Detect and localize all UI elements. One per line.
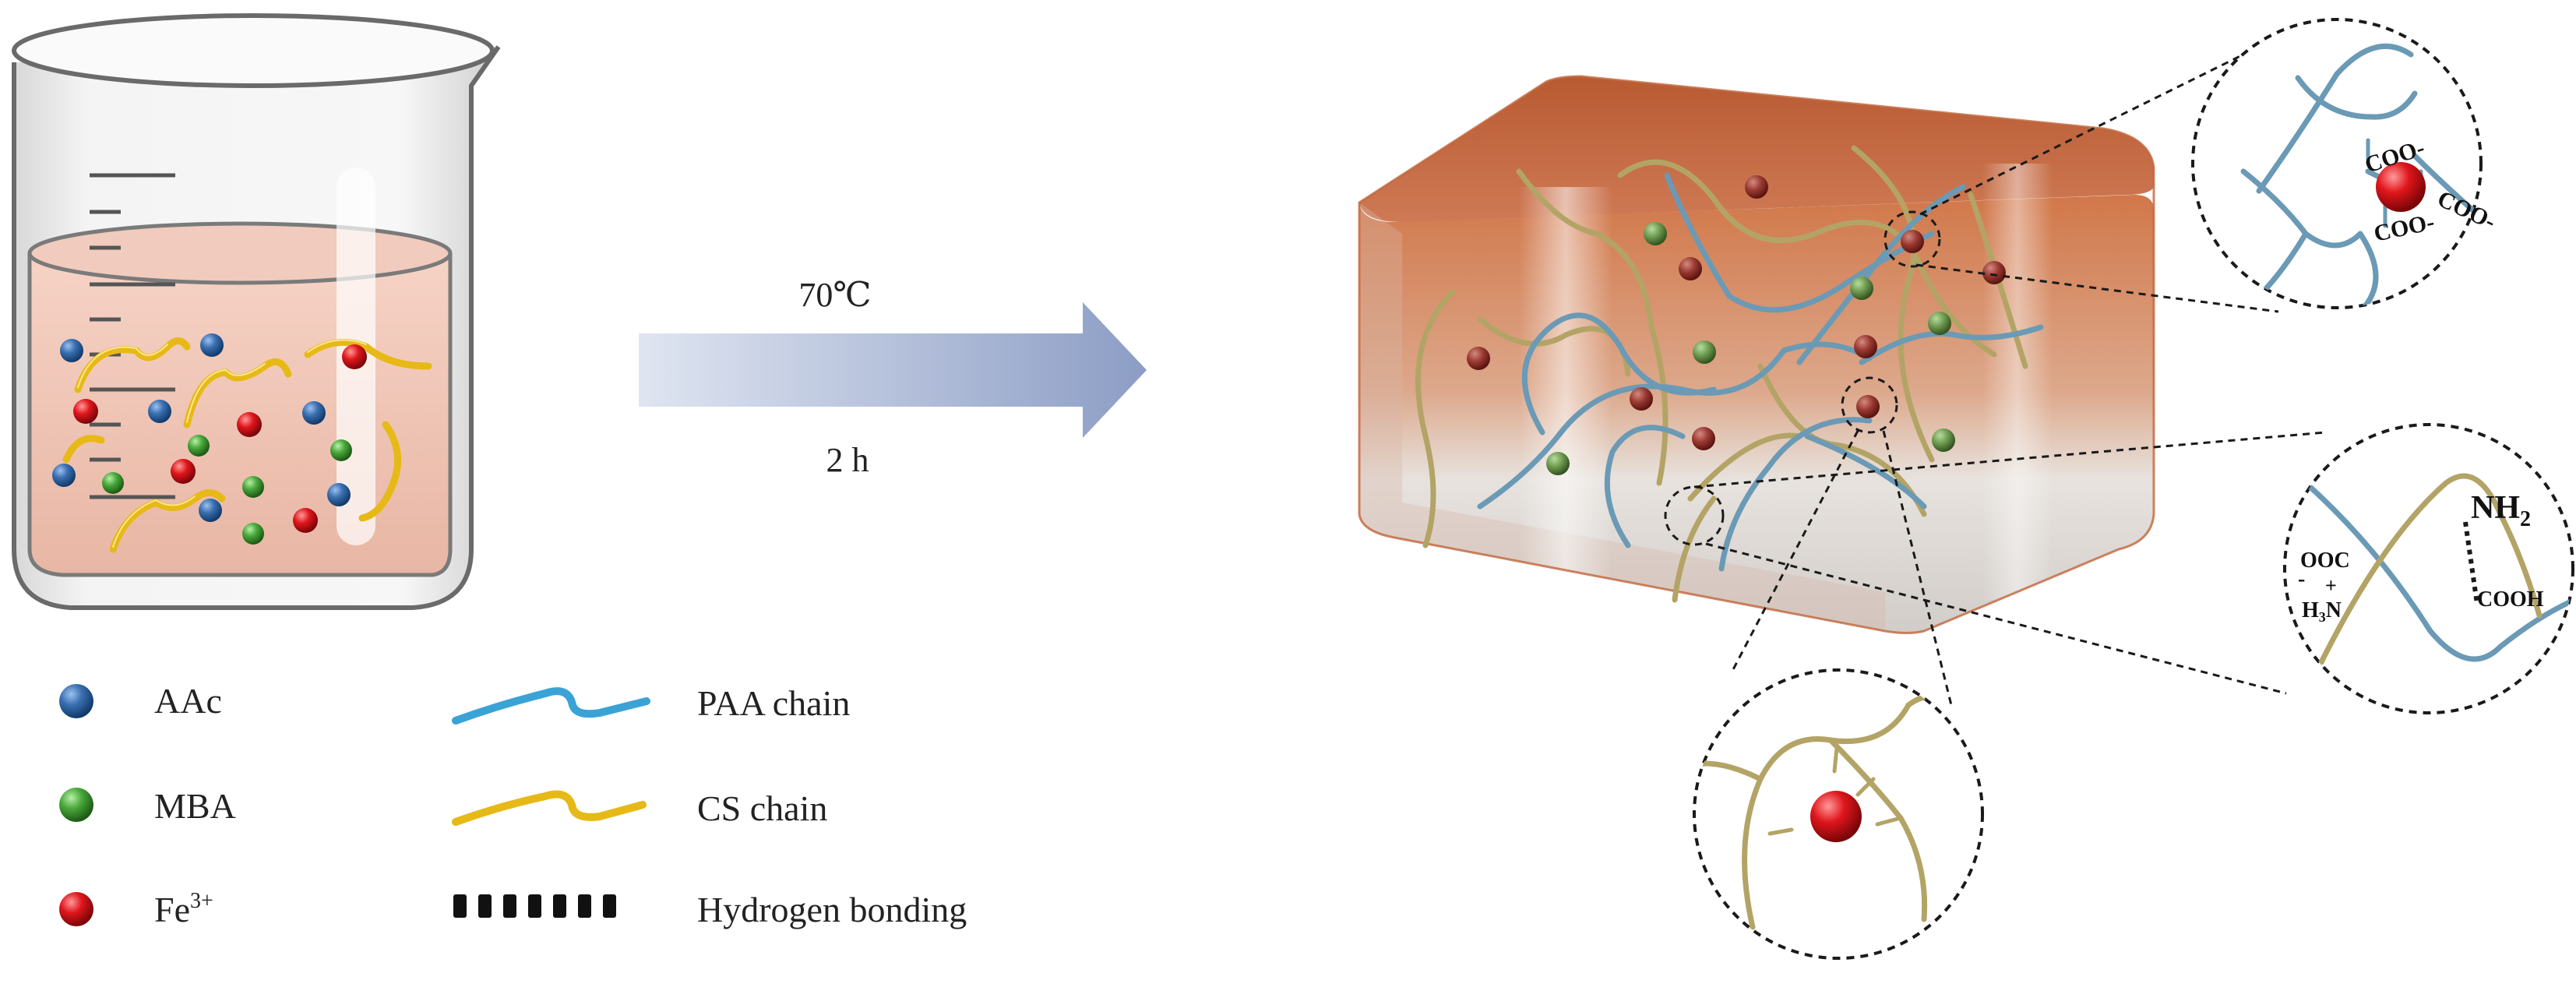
zoom2-cooh-label: COOH	[2477, 587, 2544, 612]
beaker	[12, 13, 501, 610]
magnifier-spots	[1664, 210, 1941, 546]
legend-mba-swatch	[59, 788, 93, 822]
gel-nodes	[1467, 175, 2006, 475]
legend-aac-swatch	[59, 684, 93, 718]
zoom-hydrogen-bonding: NH2 COOH OOC - + H3N	[2283, 423, 2574, 714]
legend-fe-swatch	[59, 892, 93, 926]
zoom2-ooc-label: OOC	[2300, 548, 2350, 573]
legend-aac-label: AAc	[154, 681, 222, 721]
legend-cs-swatch	[452, 790, 647, 826]
zoom-fe-cs	[1693, 668, 1984, 960]
zoom2-plus-sign: +	[2325, 574, 2337, 597]
arrow-time-label: 2 h	[826, 441, 869, 479]
gel-network	[1415, 145, 2044, 603]
legend: AAc MBA Fe3+ PAA chain CS chain Hydrogen…	[59, 681, 967, 929]
connector-lines	[1693, 53, 2326, 706]
legend-paa-label: PAA chain	[697, 683, 850, 723]
zoom1-fe-ion	[2376, 162, 2426, 212]
legend-hbond-swatch	[453, 894, 616, 918]
arrow-temperature-label: 70℃	[798, 276, 871, 314]
zoom2-nh2-label: NH2	[2471, 490, 2531, 531]
legend-mba-label: MBA	[154, 786, 236, 826]
hydrogel-block	[1358, 75, 2155, 634]
legend-paa-swatch	[452, 687, 650, 725]
legend-fe-label: Fe3+	[154, 889, 213, 929]
zoom2-h3n-label: H3N	[2302, 598, 2342, 625]
legend-cs-label: CS chain	[697, 788, 827, 828]
beaker-molecules	[52, 333, 367, 545]
zoom2-minus-sign: -	[2298, 567, 2305, 591]
reaction-arrow	[639, 302, 1147, 438]
zoom3-fe-ion	[1810, 791, 1862, 842]
beaker-cs-chains	[62, 337, 432, 553]
zoom-coordination: COO- COO- COO-	[2191, 18, 2500, 309]
legend-hbond-label: Hydrogen bonding	[697, 890, 967, 929]
